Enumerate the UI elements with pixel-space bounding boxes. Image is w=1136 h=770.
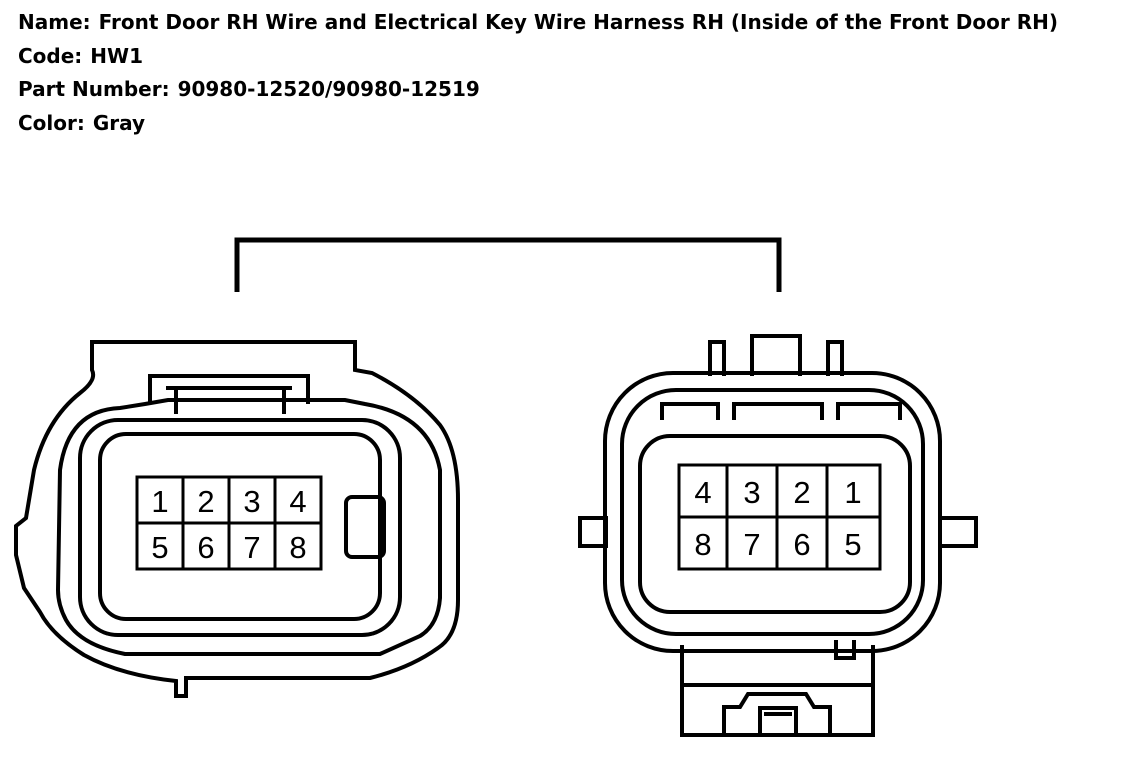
male-bottom-lock xyxy=(680,640,875,737)
male-left-nub xyxy=(578,516,608,548)
female-pin-label: 8 xyxy=(289,530,306,565)
male-pin-label: 7 xyxy=(743,527,760,562)
male-housing-outer xyxy=(603,371,942,653)
code-value: HW1 xyxy=(90,43,144,68)
name-label: Name: xyxy=(18,10,91,34)
male-top-tabs xyxy=(708,334,844,376)
female-pin-label: 5 xyxy=(151,530,168,565)
female-housing-inner-rim xyxy=(55,398,442,656)
male-pin-label: 2 xyxy=(793,475,810,510)
female-pin-label: 4 xyxy=(289,484,306,519)
female-pin-label: 3 xyxy=(243,484,260,519)
name-value: Front Door RH Wire and Electrical Key Wi… xyxy=(98,10,1058,34)
code-label: Code: xyxy=(18,43,83,68)
connector-info: Name: Front Door RH Wire and Electrical K… xyxy=(18,6,1058,140)
female-pin-label: 1 xyxy=(151,484,168,519)
male-pin-label: 8 xyxy=(694,527,711,562)
name-row: Name: Front Door RH Wire and Electrical K… xyxy=(18,6,1058,40)
male-pin-label: 5 xyxy=(844,527,861,562)
color-label: Color: xyxy=(18,110,85,135)
male-right-nub xyxy=(938,516,978,548)
female-pin-label: 2 xyxy=(197,484,214,519)
code-row: Code: HW1 xyxy=(18,40,1058,74)
color-row: Color: Gray xyxy=(18,107,1058,141)
male-housing-inner xyxy=(620,388,925,636)
female-connector: 1 2 3 4 5 6 7 8 xyxy=(14,340,460,698)
female-cavity-inner xyxy=(98,432,382,621)
mating-bracket xyxy=(234,237,782,292)
male-connector: 4 3 2 1 8 7 6 5 xyxy=(578,334,978,737)
female-pin-label: 7 xyxy=(243,530,260,565)
male-pin-label: 6 xyxy=(793,527,810,562)
male-pin-label: 3 xyxy=(743,475,760,510)
male-cavity xyxy=(638,434,912,614)
female-housing-outer xyxy=(14,340,460,698)
color-value: Gray xyxy=(92,110,146,135)
male-top-slots xyxy=(660,402,902,420)
female-latch xyxy=(148,374,310,414)
female-cavity-outer xyxy=(78,418,402,637)
part-number-label: Part Number: xyxy=(18,77,170,101)
male-pin-label: 1 xyxy=(844,475,861,510)
female-side-key xyxy=(344,495,386,559)
male-pin-grid xyxy=(677,463,882,571)
part-number-value: 90980-12520/90980-12519 xyxy=(177,77,480,101)
male-pin-label: 4 xyxy=(694,475,711,510)
female-pin-grid xyxy=(135,475,323,571)
part-number-row: Part Number: 90980-12520/90980-12519 xyxy=(18,73,1058,107)
female-pin-label: 6 xyxy=(197,530,214,565)
